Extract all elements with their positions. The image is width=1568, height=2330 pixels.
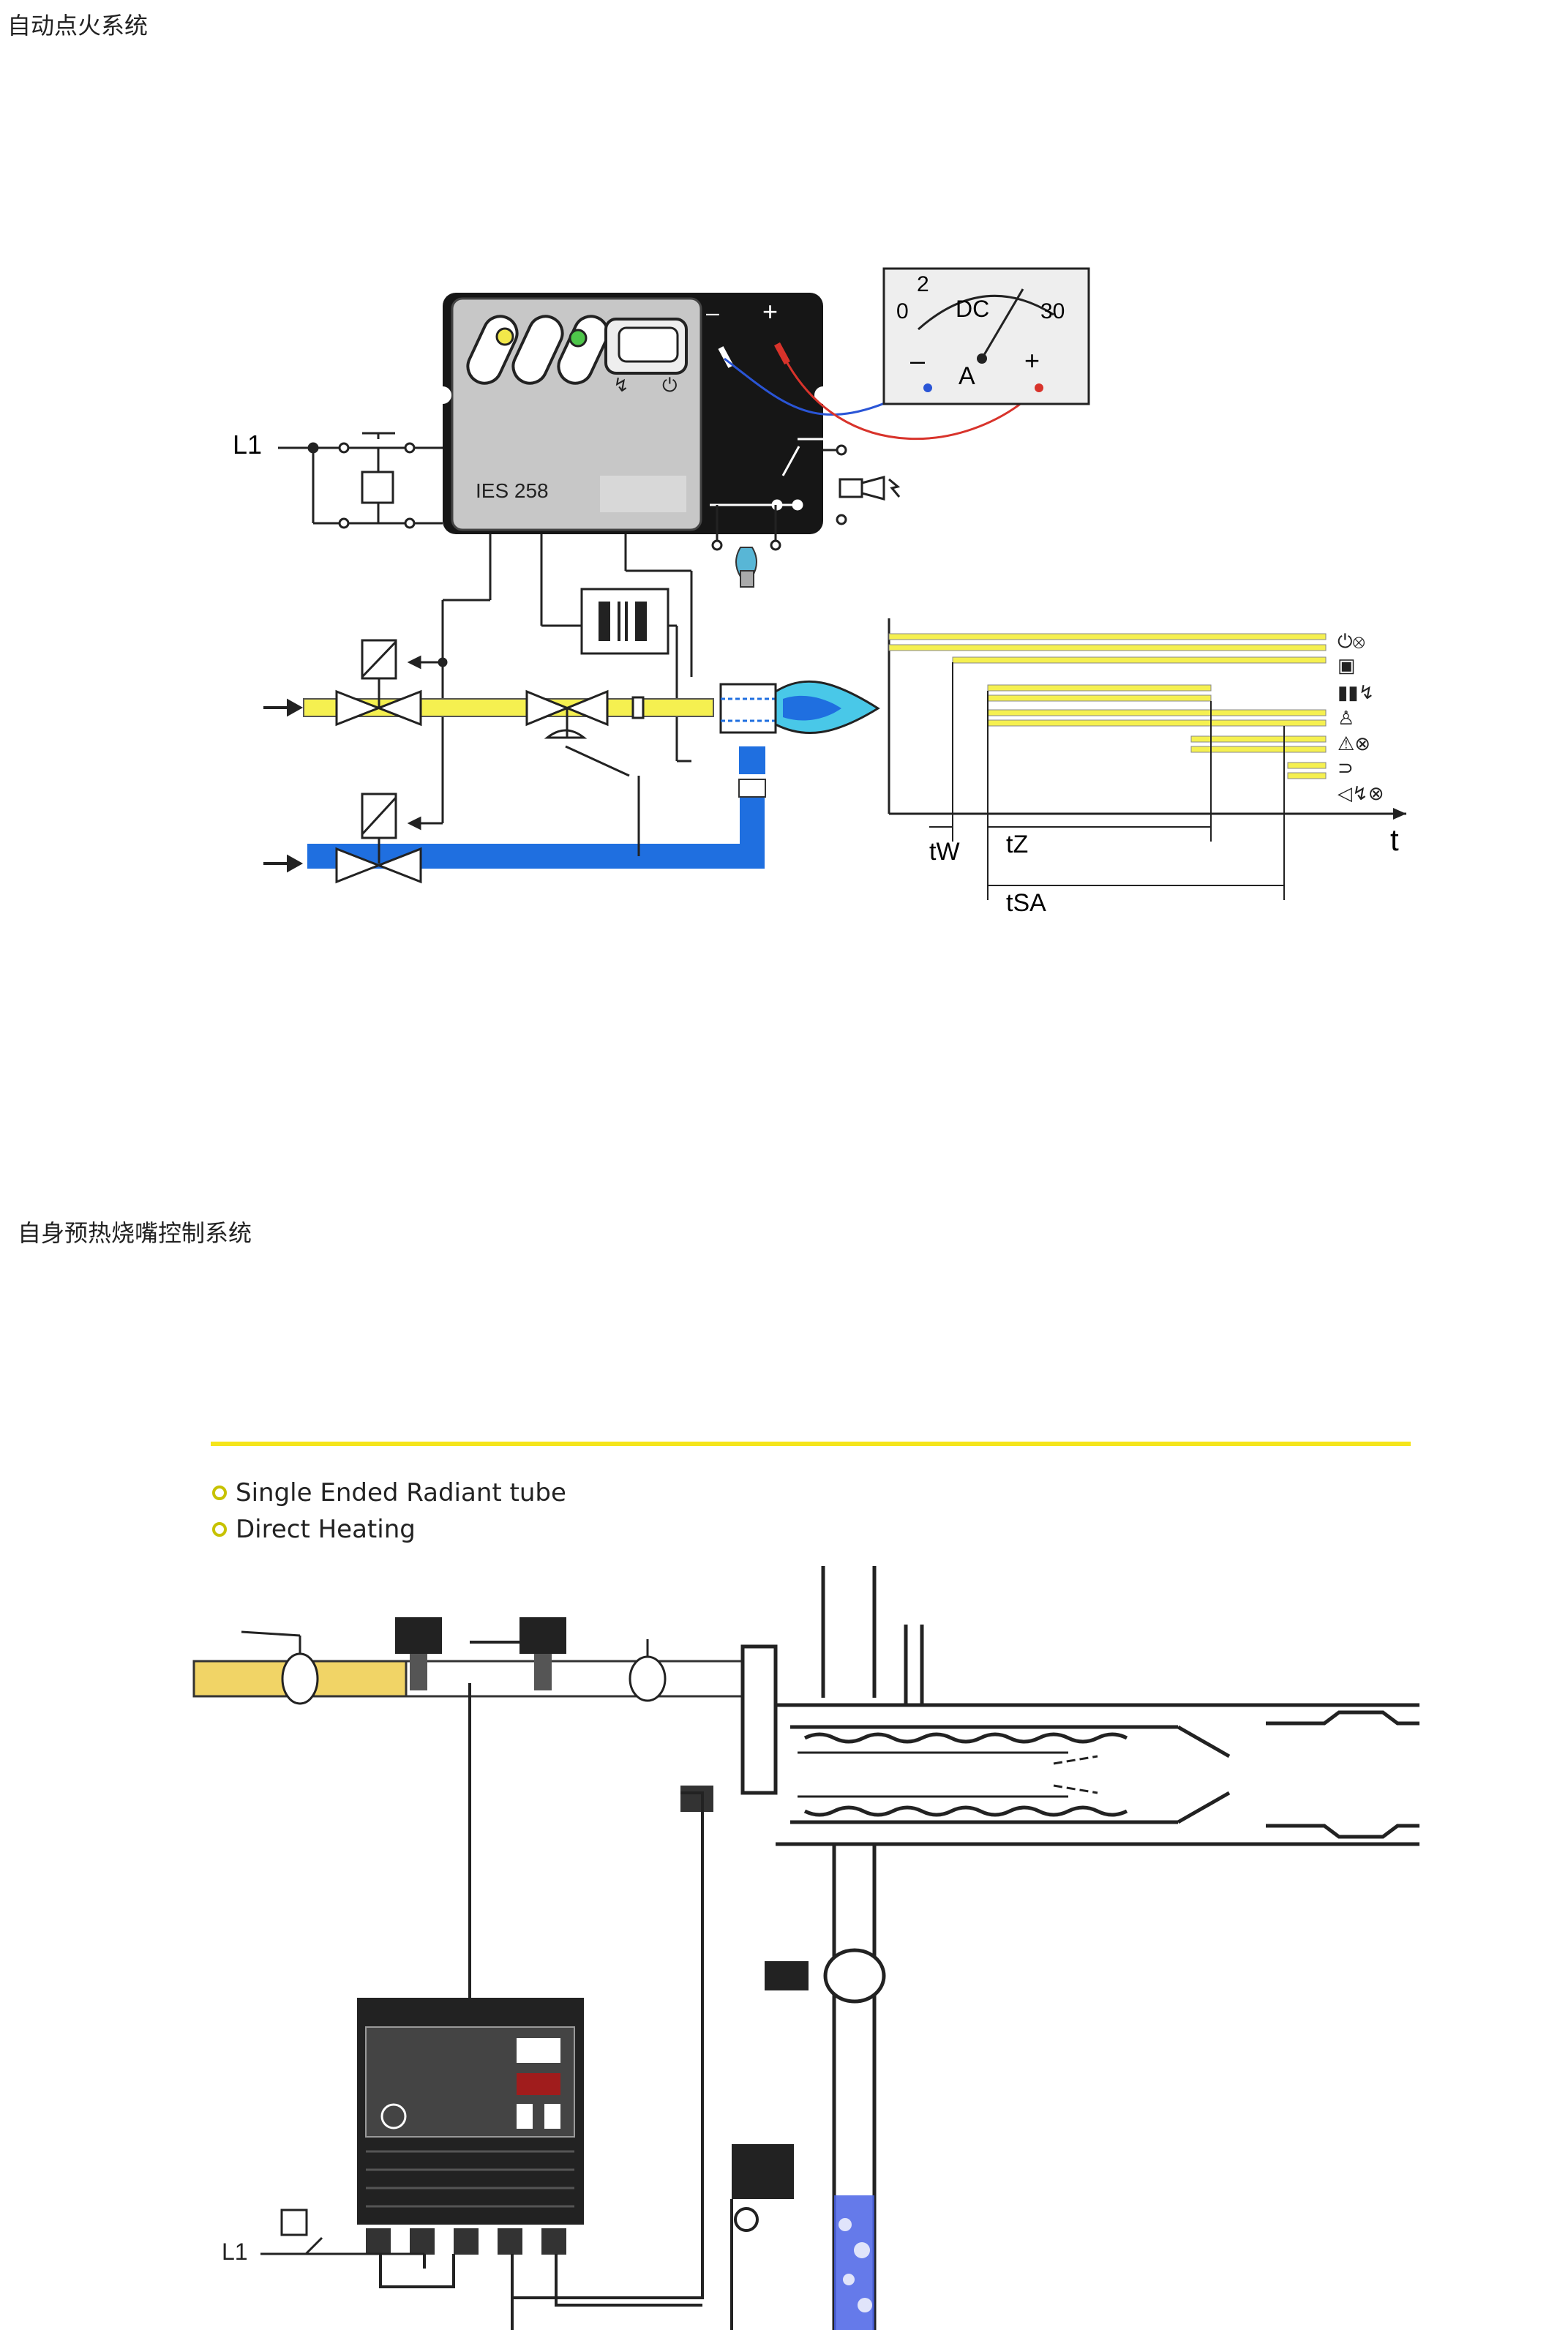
gas-valve-icon [629,1639,667,1702]
meter-minus: – [910,345,925,375]
label-tsa: tSA [1006,889,1046,917]
label-tz: tZ [1006,831,1028,858]
controller-unit: ↯ ⏻ IES 258 – + [434,293,834,534]
gas-pressure-regulator [525,689,640,856]
burner-system-drawing: L1 [192,1566,1419,2330]
terminal-minus: – [706,299,719,326]
air-line [307,798,765,869]
meter-scale-30: 30 [1040,299,1065,323]
burner-head [719,680,880,735]
power-indicator-icon [557,315,609,385]
ignition-indicator-icon [511,315,564,385]
svg-text:▮▮↯: ▮▮↯ [1338,681,1374,703]
legend-item-radiant-tube: Single Ended Radiant tube [212,1478,566,1507]
air-solenoid-valve [335,793,422,884]
air-butterfly-valve-icon [765,1948,886,2004]
meter-unit: A [959,362,975,390]
meter-scale-2: 2 [917,272,929,296]
meter-type: DC [956,296,989,322]
meter-plus: + [1024,345,1040,375]
ignition-transformer [580,588,669,655]
legend-bullet-icon [212,1486,227,1500]
recuperative-burner [740,1566,1419,2330]
solenoid-valve-icon [395,1617,442,1690]
dc-ammeter: 0 2 30 DC A – + [882,267,1090,405]
gas-solenoid-valve [335,639,422,727]
solenoid-valve-icon [519,1617,566,1690]
accent-line [211,1442,1411,1446]
reset-button[interactable] [604,318,688,375]
label-tw: tW [929,838,960,866]
timing-symbols: ⏻⊗ ▣ ▮▮↯ ♙ ⚠⊗ ⊃ ◁↯⊗ [1338,630,1384,804]
svg-text:⏻⊗: ⏻⊗ [1338,630,1365,652]
burner-control-unit [357,1998,584,2255]
probe-red [781,354,1040,440]
auto-ignition-diagram: ↯ ⏻ IES 258 – + 0 2 30 DC A – + [233,267,1406,917]
flame-indicator-icon [466,315,519,385]
pressure-switch-icon [680,1786,713,1812]
input-wiring [278,432,901,823]
svg-text:⊃: ⊃ [1338,757,1354,779]
pressure-sensor-icon [260,2209,424,2255]
axis-t: t [1390,823,1399,857]
ball-valve-icon [241,1630,319,1705]
controller-label: IES 258 [476,479,549,502]
l1-label-1: L1 [233,430,262,460]
terminal-plus: + [762,296,778,326]
legend-bullet-icon [212,1522,227,1537]
legend-item-direct-heating: Direct Heating [212,1515,416,1544]
meter-scale-0: 0 [896,299,909,323]
self-recuperative-burner-diagram [211,1442,1411,1446]
section-title-auto-ignition: 自动点火系统 [7,12,149,40]
section-title-self-preheat: 自身预热烧嘴控制系统 [18,1219,252,1247]
l1-label-2: L1 [222,2239,248,2265]
power-symbol: ⏻ [662,374,678,396]
air-actuator-icon [732,2144,794,2232]
svg-text:▣: ▣ [1338,654,1356,676]
ignition-symbol: ↯ [613,374,629,396]
timing-diagram: t tW tZ tSA ⏻⊗ ▣ ▮▮↯ ♙ ⚠⊗ ⊃ ◁↯⊗ [888,618,1406,917]
svg-text:♙: ♙ [1338,707,1354,729]
svg-text:⚠⊗: ⚠⊗ [1338,733,1370,754]
svg-text:◁↯⊗: ◁↯⊗ [1338,782,1384,804]
